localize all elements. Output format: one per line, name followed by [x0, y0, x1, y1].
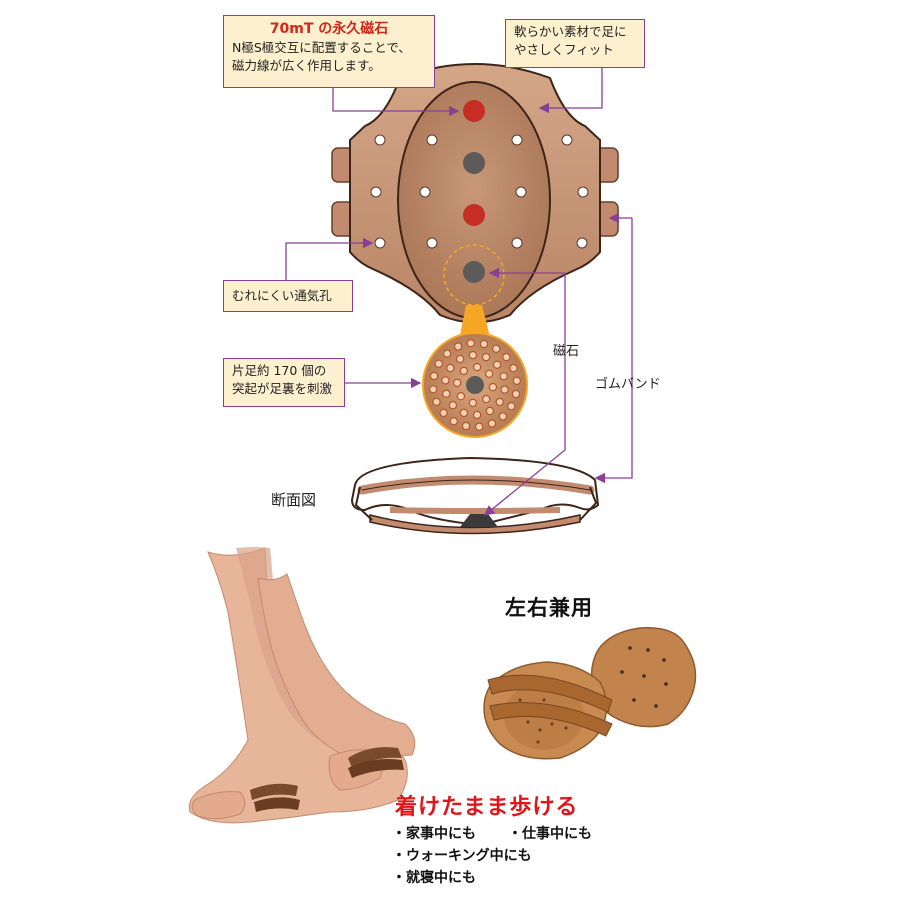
bump-dot	[434, 359, 443, 368]
bumps-callout-line2: 突起が足裏を刺激	[232, 381, 333, 396]
magnets	[463, 100, 485, 283]
band-label: ゴムバンド	[595, 377, 661, 392]
bump-dot	[500, 385, 509, 394]
bump-dot	[429, 385, 438, 394]
bump-dot	[448, 401, 458, 410]
magnet-callout-title: 70mT の永久磁石	[269, 21, 389, 37]
bump-dot	[475, 422, 484, 431]
product-pair	[483, 627, 697, 760]
bump-dot	[484, 369, 494, 378]
bumps-zoom	[422, 332, 528, 438]
bump-dot	[439, 408, 448, 418]
cross-section	[350, 456, 600, 535]
material-callout: 軟らかい素材で足に やさしくフィット	[505, 19, 645, 68]
bump-dot	[488, 382, 498, 392]
bump-dot	[459, 408, 469, 418]
bump-dot	[479, 339, 489, 349]
product-title: 左右兼用	[505, 596, 593, 620]
bump-dot	[452, 378, 462, 388]
bump-dot	[429, 371, 439, 381]
catchphrase: 着けたまま歩ける	[395, 795, 579, 820]
bump-dot	[499, 372, 508, 381]
magnet-s-2	[463, 261, 485, 283]
bump-dot	[485, 406, 495, 416]
bumps-callout-line1: 片足約 170 個の	[232, 363, 327, 378]
usage-item-4: ・就寝中にも	[392, 870, 476, 886]
insole-diagram	[285, 63, 633, 535]
magnet-n-2	[463, 204, 485, 226]
bump-dot	[487, 419, 497, 428]
usage-item-1: ・家事中にも	[392, 826, 476, 842]
magnet-label: 磁石	[553, 344, 580, 359]
bump-dot	[472, 362, 482, 372]
bump-dot	[449, 417, 458, 426]
bump-dot	[441, 376, 450, 385]
material-callout-line1: 軟らかい素材で足に	[514, 24, 627, 39]
bump-dot	[442, 389, 451, 398]
product-photos	[188, 547, 697, 824]
magnet-callout-line2: 磁力線が広く作用します。	[232, 58, 381, 73]
bumps-callout: 片足約 170 個の 突起が足裏を刺激	[223, 358, 345, 407]
magnet-callout: 70mT の永久磁石 N極S極交互に配置することで、 磁力線が広く作用します。	[223, 15, 435, 88]
foot-illustration	[188, 547, 416, 824]
bump-dot	[461, 421, 471, 431]
bump-dot	[472, 410, 482, 420]
vent-holes	[370, 134, 589, 249]
zoom-source-circle	[443, 244, 505, 306]
usage-item-3: ・ウォーキング中にも	[392, 848, 532, 864]
bump-dot	[502, 352, 511, 362]
bump-dot	[456, 392, 466, 401]
bump-dot	[446, 363, 455, 373]
material-callout-line2: やさしくフィット	[514, 42, 614, 57]
bump-dot	[432, 397, 441, 407]
bump-dot	[511, 389, 521, 399]
bump-dot	[507, 402, 516, 411]
cross-section-label: 断面図	[271, 491, 317, 509]
bump-dot	[482, 394, 491, 404]
vents-callout-line1: むれにくい通気孔	[232, 288, 332, 303]
bump-dot	[509, 363, 518, 373]
magnet-n-1	[463, 100, 485, 122]
bump-dot	[468, 398, 478, 408]
leader-lines	[285, 68, 633, 516]
bump-dot	[459, 366, 468, 376]
bump-dot	[455, 354, 465, 364]
vents-callout: むれにくい通気孔	[223, 280, 353, 312]
bump-dot	[453, 342, 463, 351]
bump-dot	[495, 397, 504, 407]
bump-dot	[498, 412, 508, 421]
bump-dot	[466, 339, 475, 348]
bump-dot	[492, 344, 501, 353]
bump-dot	[442, 349, 452, 358]
bump-dot	[512, 376, 522, 385]
magnet-s-1	[463, 152, 485, 174]
bump-dot	[492, 360, 502, 369]
bump-dot	[468, 350, 478, 360]
magnet-callout-line1: N極S極交互に配置することで、	[232, 40, 411, 55]
bump-dot	[481, 352, 491, 362]
usage-item-2: ・仕事中にも	[508, 826, 592, 842]
